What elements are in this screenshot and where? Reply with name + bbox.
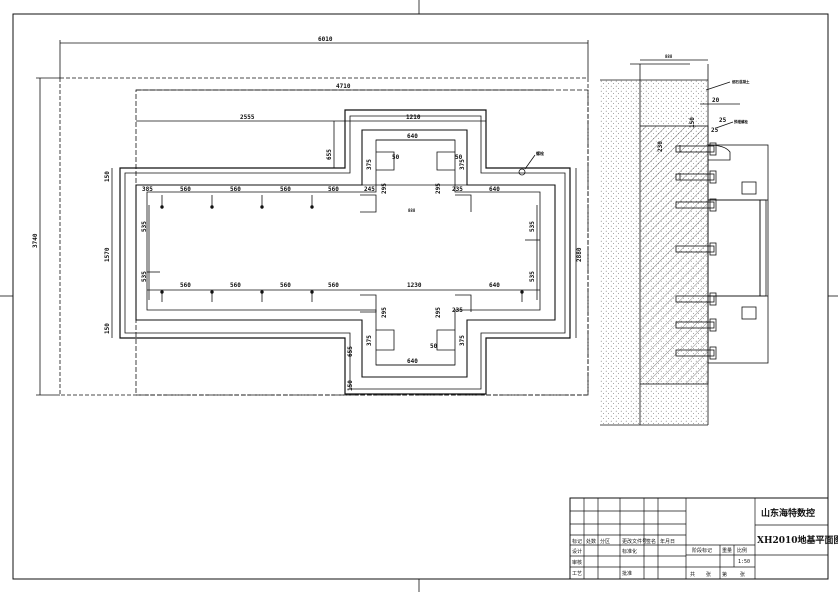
dim-1570: 1570: [104, 247, 111, 262]
svg-text:50: 50: [455, 154, 463, 161]
svg-text:共: 共: [690, 571, 695, 578]
svg-text:150: 150: [104, 171, 111, 182]
svg-text:560: 560: [280, 282, 291, 289]
dim-top-640: 640: [407, 133, 418, 140]
svg-text:295: 295: [435, 307, 442, 318]
svg-text:535: 535: [529, 221, 536, 232]
section-note-2: 预埋螺栓: [734, 119, 748, 124]
svg-text:批准: 批准: [622, 570, 632, 577]
svg-text:375: 375: [459, 159, 466, 170]
svg-text:更改文件号: 更改文件号: [622, 538, 647, 545]
svg-text:230: 230: [657, 141, 664, 152]
svg-text:245: 245: [364, 186, 375, 193]
svg-text:设计: 设计: [572, 548, 582, 555]
svg-text:150: 150: [104, 323, 111, 334]
svg-text:375: 375: [366, 159, 373, 170]
svg-text:560: 560: [180, 186, 191, 193]
overall-boundary: [59, 77, 589, 396]
svg-text:235: 235: [452, 186, 463, 193]
svg-text:375: 375: [459, 335, 466, 346]
dim-3740: 3740: [32, 233, 39, 248]
svg-text:标记: 标记: [572, 538, 582, 545]
svg-text:25: 25: [711, 127, 719, 134]
svg-text:560: 560: [280, 186, 291, 193]
machine-base: [707, 144, 769, 364]
pit-floor: [146, 139, 541, 366]
top-pocket-right: [436, 151, 455, 171]
svg-text:560: 560: [328, 282, 339, 289]
svg-text:处数: 处数: [586, 538, 596, 545]
svg-text:25: 25: [719, 117, 727, 124]
svg-text:375: 375: [366, 335, 373, 346]
svg-text:阶段标记: 阶段标记: [692, 547, 712, 554]
svg-text:560: 560: [230, 282, 241, 289]
bolt-row-lower: [160, 290, 524, 313]
dim-2555: 2555: [240, 114, 255, 121]
svg-text:50: 50: [430, 343, 438, 350]
svg-text:20: 20: [712, 97, 720, 104]
svg-text:560: 560: [328, 186, 339, 193]
bottom-pocket-right: [436, 329, 455, 351]
svg-text:655: 655: [326, 149, 333, 160]
svg-text:张: 张: [706, 571, 711, 578]
svg-text:888: 888: [665, 54, 673, 59]
svg-text:295: 295: [435, 183, 442, 194]
anchor-bolts: [675, 142, 717, 360]
svg-text:年月日: 年月日: [660, 538, 675, 545]
svg-text:比例: 比例: [737, 547, 747, 554]
dim-6010: 6010: [318, 36, 333, 43]
bolt-callout: 螺栓: [536, 150, 544, 156]
svg-text:888: 888: [408, 208, 416, 213]
svg-text:150: 150: [689, 117, 696, 128]
svg-text:295: 295: [381, 307, 388, 318]
svg-text:235: 235: [452, 307, 463, 314]
dim-1230: 1230: [407, 282, 422, 289]
drawing-scale: 1:50: [738, 559, 750, 565]
svg-text:295: 295: [381, 183, 388, 194]
company-name: 山东海特数控: [761, 507, 815, 519]
title-block: 山东海特数控 XH2010地基平面图 1:50 标记 处数 分区 更改文件号 签…: [569, 497, 838, 580]
svg-text:50: 50: [392, 154, 400, 161]
svg-text:655: 655: [347, 346, 354, 357]
dim-2880: 2880: [576, 247, 583, 262]
svg-text:535: 535: [141, 271, 148, 282]
concrete-foundation: [639, 125, 709, 385]
svg-text:560: 560: [180, 282, 191, 289]
svg-text:640: 640: [489, 282, 500, 289]
dim-4710: 4710: [336, 83, 351, 90]
svg-text:535: 535: [141, 221, 148, 232]
outer-frame: [12, 13, 829, 580]
svg-text:签名: 签名: [646, 538, 656, 545]
svg-text:重量: 重量: [722, 547, 732, 554]
dim-bottom-640: 640: [407, 358, 418, 365]
drawing-title: XH2010地基平面图: [757, 534, 838, 546]
pit-outline-mid: [124, 115, 566, 390]
svg-text:工艺: 工艺: [572, 571, 582, 577]
bolt-row-upper: [160, 154, 536, 213]
svg-text:审核: 审核: [572, 559, 582, 566]
svg-text:560: 560: [230, 186, 241, 193]
pit-outline-outer: [119, 109, 571, 395]
section-note-1: 细石混凝土: [731, 79, 750, 84]
svg-text:385: 385: [142, 186, 153, 193]
top-pocket-left: [376, 151, 395, 171]
svg-text:分区: 分区: [600, 538, 610, 545]
svg-text:张: 张: [740, 571, 745, 578]
svg-text:第: 第: [722, 571, 727, 578]
svg-text:535: 535: [529, 271, 536, 282]
dim-1210: 1210: [406, 114, 421, 121]
svg-text:150: 150: [347, 380, 354, 391]
svg-text:标准化: 标准化: [622, 548, 637, 555]
bottom-pocket-left: [376, 329, 395, 351]
svg-text:640: 640: [489, 186, 500, 193]
section-view: 888 20 150 25 25 230 细石混凝土 预埋螺栓: [600, 54, 769, 426]
